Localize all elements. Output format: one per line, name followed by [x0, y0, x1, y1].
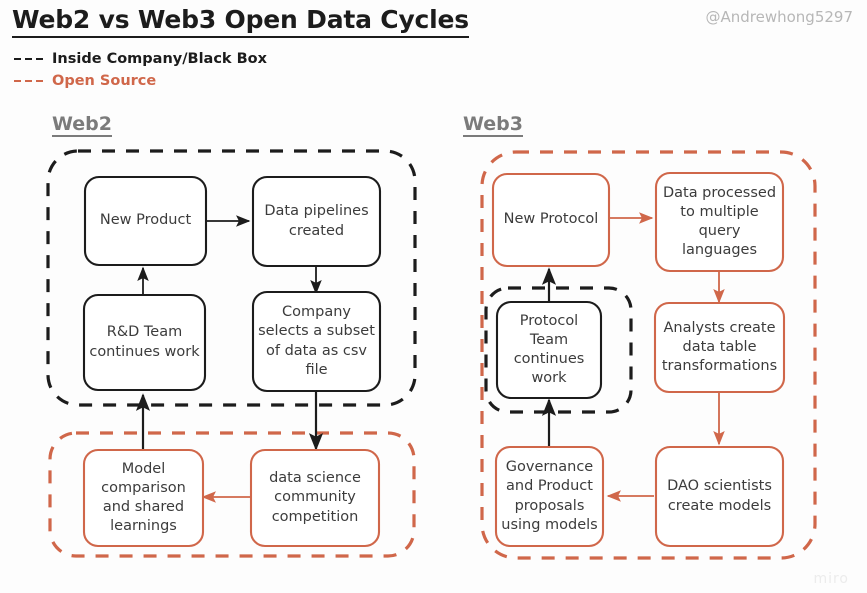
node-data-pipelines-created[interactable] [251, 175, 382, 268]
node-data-science-competition[interactable] [249, 448, 381, 548]
node-dao-scientists-create-models[interactable] [654, 445, 785, 548]
node-analysts-create-transformations[interactable] [653, 301, 786, 394]
node-rd-team-continues-work[interactable] [82, 293, 207, 392]
group-web3-open [480, 150, 817, 560]
group-web2-closed [46, 149, 417, 407]
legend: Inside Company/Black Box Open Source [14, 48, 267, 92]
node-governance-product-proposals[interactable] [494, 445, 605, 548]
section-heading-web3: Web3 [463, 113, 523, 137]
node-new-product[interactable] [83, 175, 208, 267]
author-handle: @Andrewhong5297 [705, 8, 853, 26]
legend-item-open-source: Open Source [14, 70, 267, 92]
page-title: Web2 vs Web3 Open Data Cycles [12, 5, 469, 38]
node-company-selects-subset[interactable] [251, 290, 382, 393]
node-protocol-team-continues-work[interactable] [495, 300, 603, 400]
group-web2-open [48, 431, 416, 558]
dashed-line-icon [14, 79, 52, 83]
section-heading-web2: Web2 [52, 113, 112, 137]
legend-label-inside-company: Inside Company/Black Box [52, 51, 267, 67]
legend-item-inside-company: Inside Company/Black Box [14, 48, 267, 70]
miro-watermark: miro [813, 571, 849, 587]
node-new-protocol[interactable] [491, 172, 611, 268]
legend-label-open-source: Open Source [52, 73, 157, 89]
node-data-processed-query-languages[interactable] [654, 171, 785, 273]
dashed-line-icon [14, 57, 52, 61]
node-model-comparison[interactable] [82, 448, 205, 548]
